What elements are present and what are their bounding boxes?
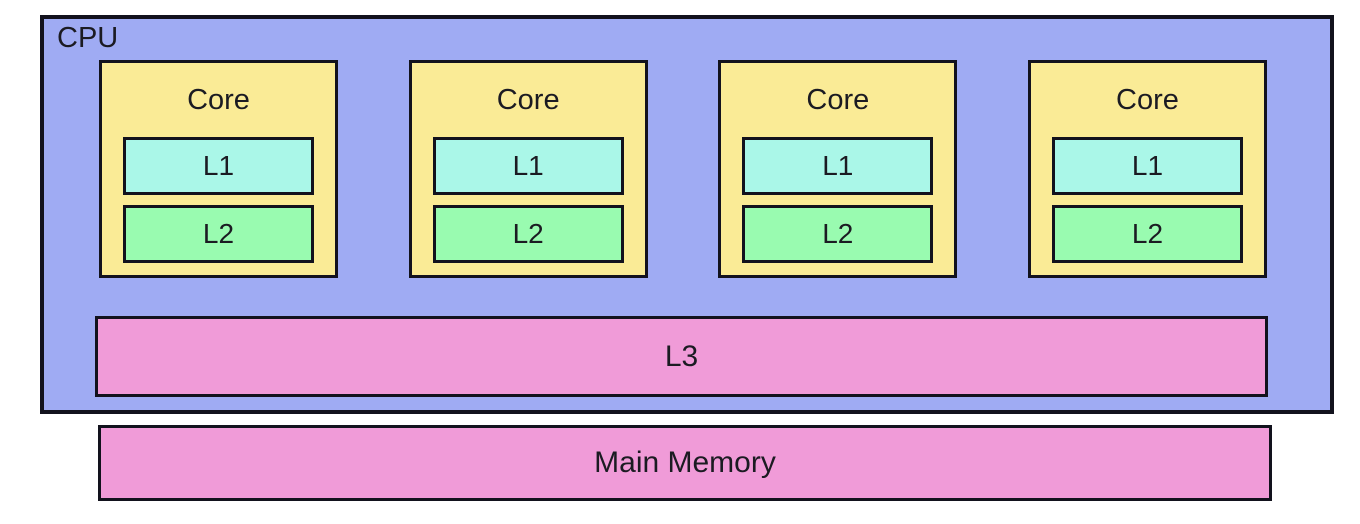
l1-cache-block: L1 — [123, 137, 314, 195]
l1-cache-block: L1 — [742, 137, 934, 195]
core-label: Core — [806, 83, 870, 116]
core-label: Core — [187, 83, 250, 116]
core-block-1: Core L1 L2 — [99, 60, 338, 278]
core-label: Core — [496, 83, 560, 116]
core-block-4: Core L1 L2 — [1027, 60, 1267, 278]
cpu-label: CPU — [57, 22, 119, 54]
cores-row: Core L1 L2 Core L1 L2 Core L1 L2 Core L1… — [99, 60, 1267, 278]
cpu-block: CPU Core L1 L2 Core L1 L2 Core L1 L2 Cor… — [40, 15, 1334, 414]
core-block-2: Core L1 L2 — [408, 60, 648, 278]
l2-cache-block: L2 — [1051, 205, 1243, 263]
l2-cache-block: L2 — [742, 205, 934, 263]
l3-cache-block: L3 — [95, 316, 1268, 397]
l2-cache-block: L2 — [432, 205, 624, 263]
l1-cache-block: L1 — [432, 137, 624, 195]
l2-cache-block: L2 — [123, 205, 314, 263]
l1-cache-block: L1 — [1051, 137, 1243, 195]
core-block-3: Core L1 L2 — [718, 60, 958, 278]
main-memory-block: Main Memory — [98, 425, 1272, 501]
core-label: Core — [1116, 83, 1179, 116]
